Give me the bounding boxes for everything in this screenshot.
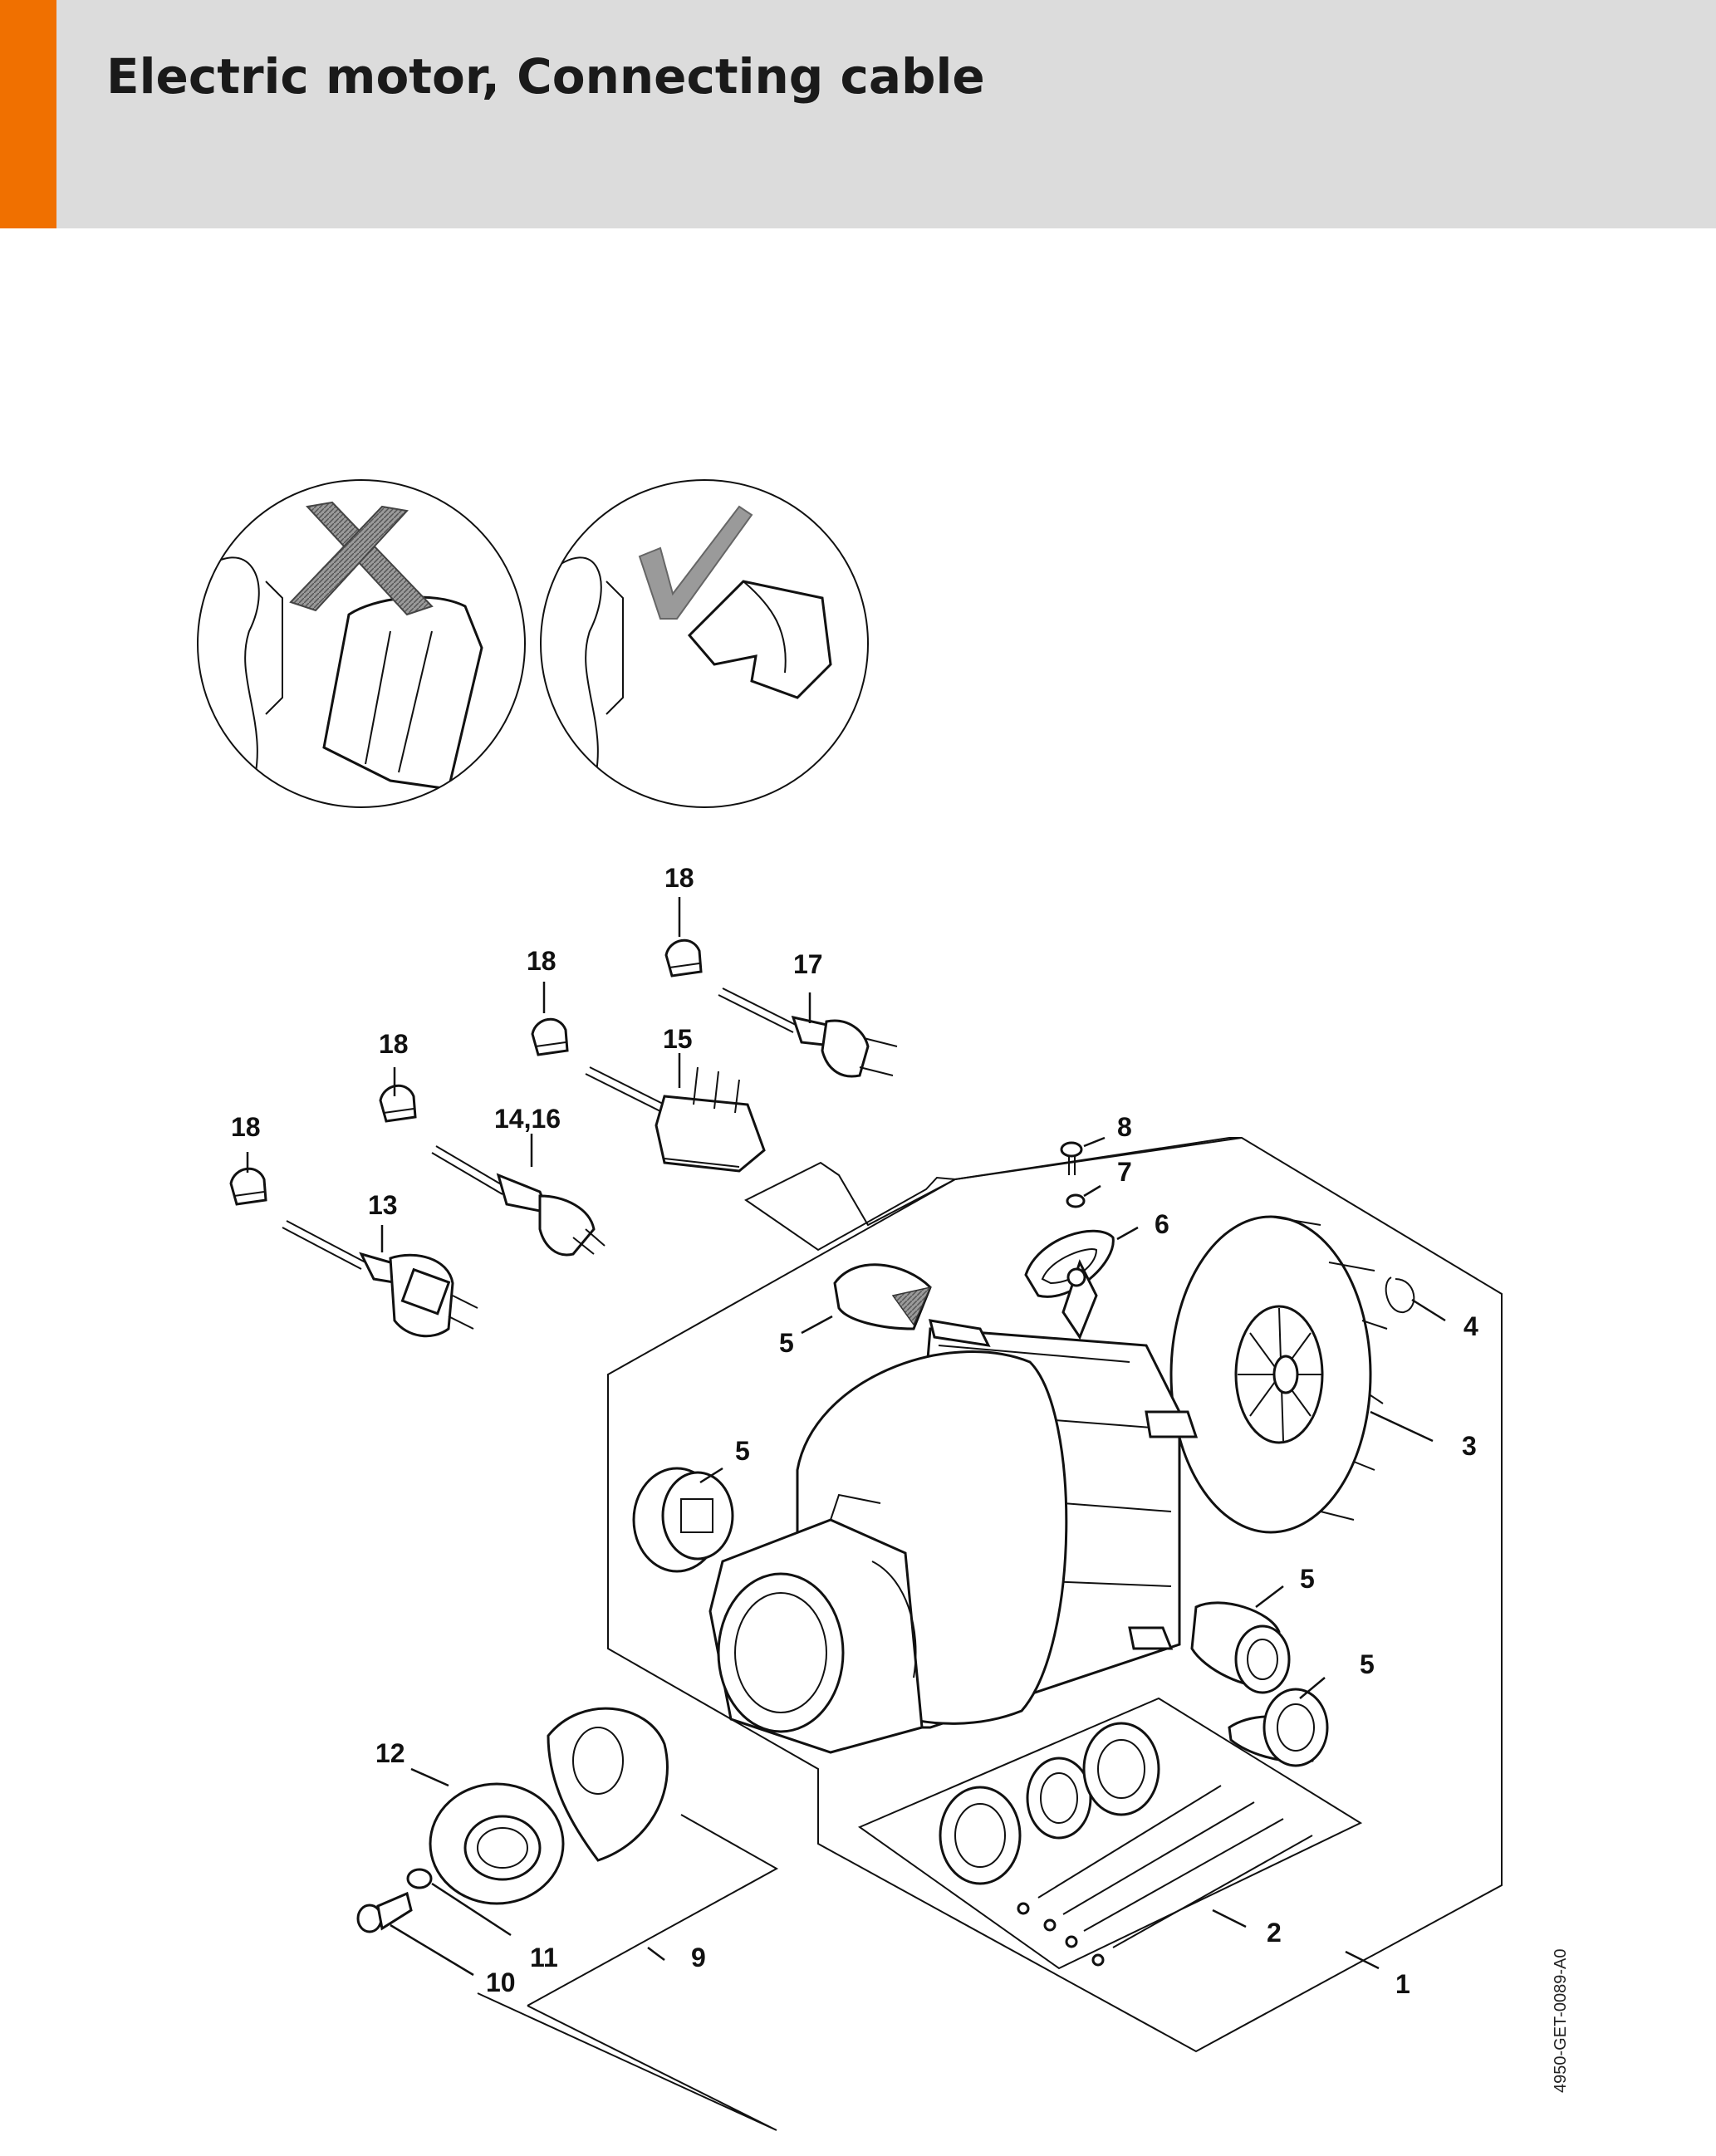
circlip-4	[1385, 1276, 1415, 1314]
inset-incorrect	[197, 479, 526, 808]
page-header	[0, 0, 1716, 228]
callout-15: 15	[663, 1024, 693, 1054]
callout-18-d: 18	[664, 863, 694, 893]
cable-clip-18b	[379, 1084, 417, 1123]
mount-5c	[1190, 1601, 1291, 1694]
screw-8	[1060, 1141, 1083, 1175]
screw-10	[356, 1891, 413, 1933]
bearing-kit-outline	[857, 1697, 1363, 1970]
callout-9: 9	[691, 1943, 706, 1972]
callout-5-mount-left: 5	[735, 1436, 750, 1466]
cable-clip-18a	[229, 1167, 267, 1206]
callout-5-mount-right: 5	[1300, 1564, 1315, 1594]
callout-5-mount-lower: 5	[1360, 1649, 1375, 1679]
fan-3	[1169, 1215, 1388, 1534]
callout-1: 1	[1395, 1969, 1410, 1999]
plug-17	[718, 987, 898, 1078]
cable-clip-18c	[531, 1017, 569, 1056]
housing-cover-9	[547, 1707, 669, 1862]
callout-13: 13	[368, 1190, 398, 1220]
callout-4: 4	[1464, 1311, 1478, 1341]
page-title: Electric motor, Connecting cable	[106, 48, 985, 105]
callout-6: 6	[1155, 1209, 1169, 1239]
mount-5d	[1228, 1688, 1329, 1767]
header-accent-bar	[0, 0, 56, 228]
plug-15	[585, 1066, 766, 1173]
check-mark-icon	[638, 505, 753, 620]
motor-housing	[708, 1259, 1199, 1754]
callout-3: 3	[1462, 1431, 1477, 1461]
callout-11: 11	[530, 1943, 558, 1972]
washer-7	[1066, 1193, 1086, 1208]
callout-7: 7	[1117, 1157, 1132, 1187]
callout-18-c: 18	[527, 946, 556, 976]
cross-mark-icon	[289, 501, 434, 616]
callout-18-b: 18	[379, 1029, 409, 1059]
callout-2: 2	[1267, 1918, 1282, 1948]
drawing-reference-code: 4950-GET-0089-A0	[1552, 1948, 1570, 2093]
inset-correct	[540, 479, 869, 808]
callout-8: 8	[1117, 1112, 1132, 1142]
capacitor-5a	[833, 1263, 932, 1330]
callout-10: 10	[486, 1967, 516, 1997]
bearings-2	[939, 1722, 1313, 1967]
callout-5-capacitor: 5	[779, 1328, 794, 1358]
pump-head-outline	[477, 1814, 779, 2131]
callout-17: 17	[793, 949, 823, 979]
mount-5b	[632, 1467, 734, 1573]
callout-12: 12	[375, 1738, 405, 1768]
seal-12	[429, 1782, 565, 1905]
callout-14-16: 14,16	[494, 1104, 561, 1134]
plug-14-16	[431, 1145, 606, 1257]
cable-clip-18d	[664, 938, 703, 978]
gasket-6	[1024, 1229, 1115, 1298]
callout-18-a: 18	[231, 1112, 261, 1142]
washer-11	[406, 1868, 433, 1889]
plug-13	[282, 1220, 478, 1338]
leader-lines	[246, 897, 1446, 1977]
